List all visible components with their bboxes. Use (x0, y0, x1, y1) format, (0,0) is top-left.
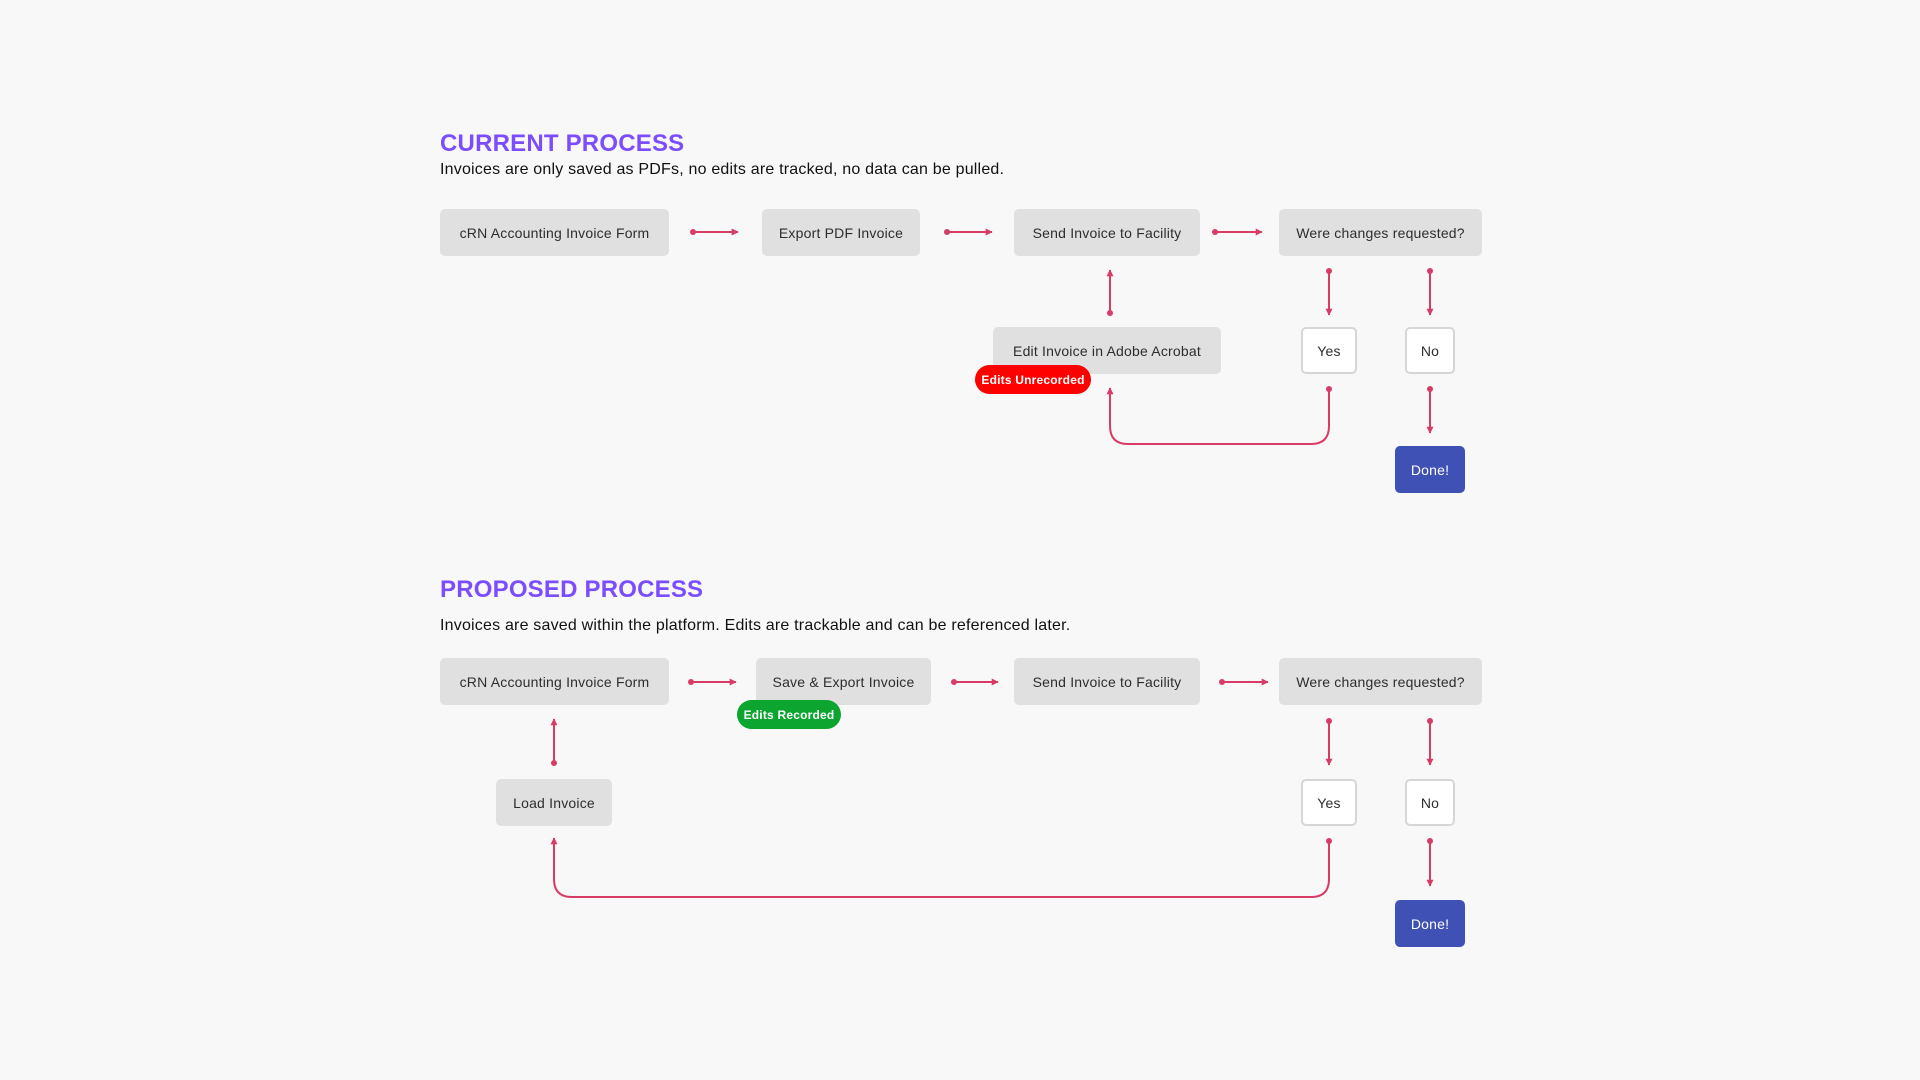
current-step-changes-question: Were changes requested? (1279, 209, 1482, 256)
proposed-step-changes-question: Were changes requested? (1279, 658, 1482, 705)
proposed-step-invoice-form: cRN Accounting Invoice Form (440, 658, 669, 705)
proposed-answer-no: No (1405, 779, 1455, 826)
proposed-process-title: PROPOSED PROCESS (440, 576, 704, 603)
current-process-subtitle: Invoices are only saved as PDFs, no edit… (440, 161, 1005, 178)
proposed-process-subtitle: Invoices are saved within the platform. … (440, 617, 1071, 634)
current-step-export-pdf: Export PDF Invoice (762, 209, 920, 256)
proposed-step-send-to-facility: Send Invoice to Facility (1014, 658, 1200, 705)
edits-recorded-badge: Edits Recorded (737, 700, 841, 729)
current-step-done: Done! (1395, 446, 1465, 493)
proposed-step-load-invoice: Load Invoice (496, 779, 612, 826)
proposed-step-save-export: Save & Export Invoice (756, 658, 931, 705)
edits-unrecorded-badge: Edits Unrecorded (975, 365, 1091, 394)
proposed-step-done: Done! (1395, 900, 1465, 947)
current-process-title: CURRENT PROCESS (440, 130, 685, 157)
current-answer-no: No (1405, 327, 1455, 374)
current-step-send-to-facility: Send Invoice to Facility (1014, 209, 1200, 256)
proposed-answer-yes: Yes (1301, 779, 1357, 826)
current-step-invoice-form: cRN Accounting Invoice Form (440, 209, 669, 256)
proposed-arrow-yes-to-load (550, 837, 1332, 898)
current-answer-yes: Yes (1301, 327, 1357, 374)
current-arrow-yes-to-edit (1106, 386, 1332, 445)
